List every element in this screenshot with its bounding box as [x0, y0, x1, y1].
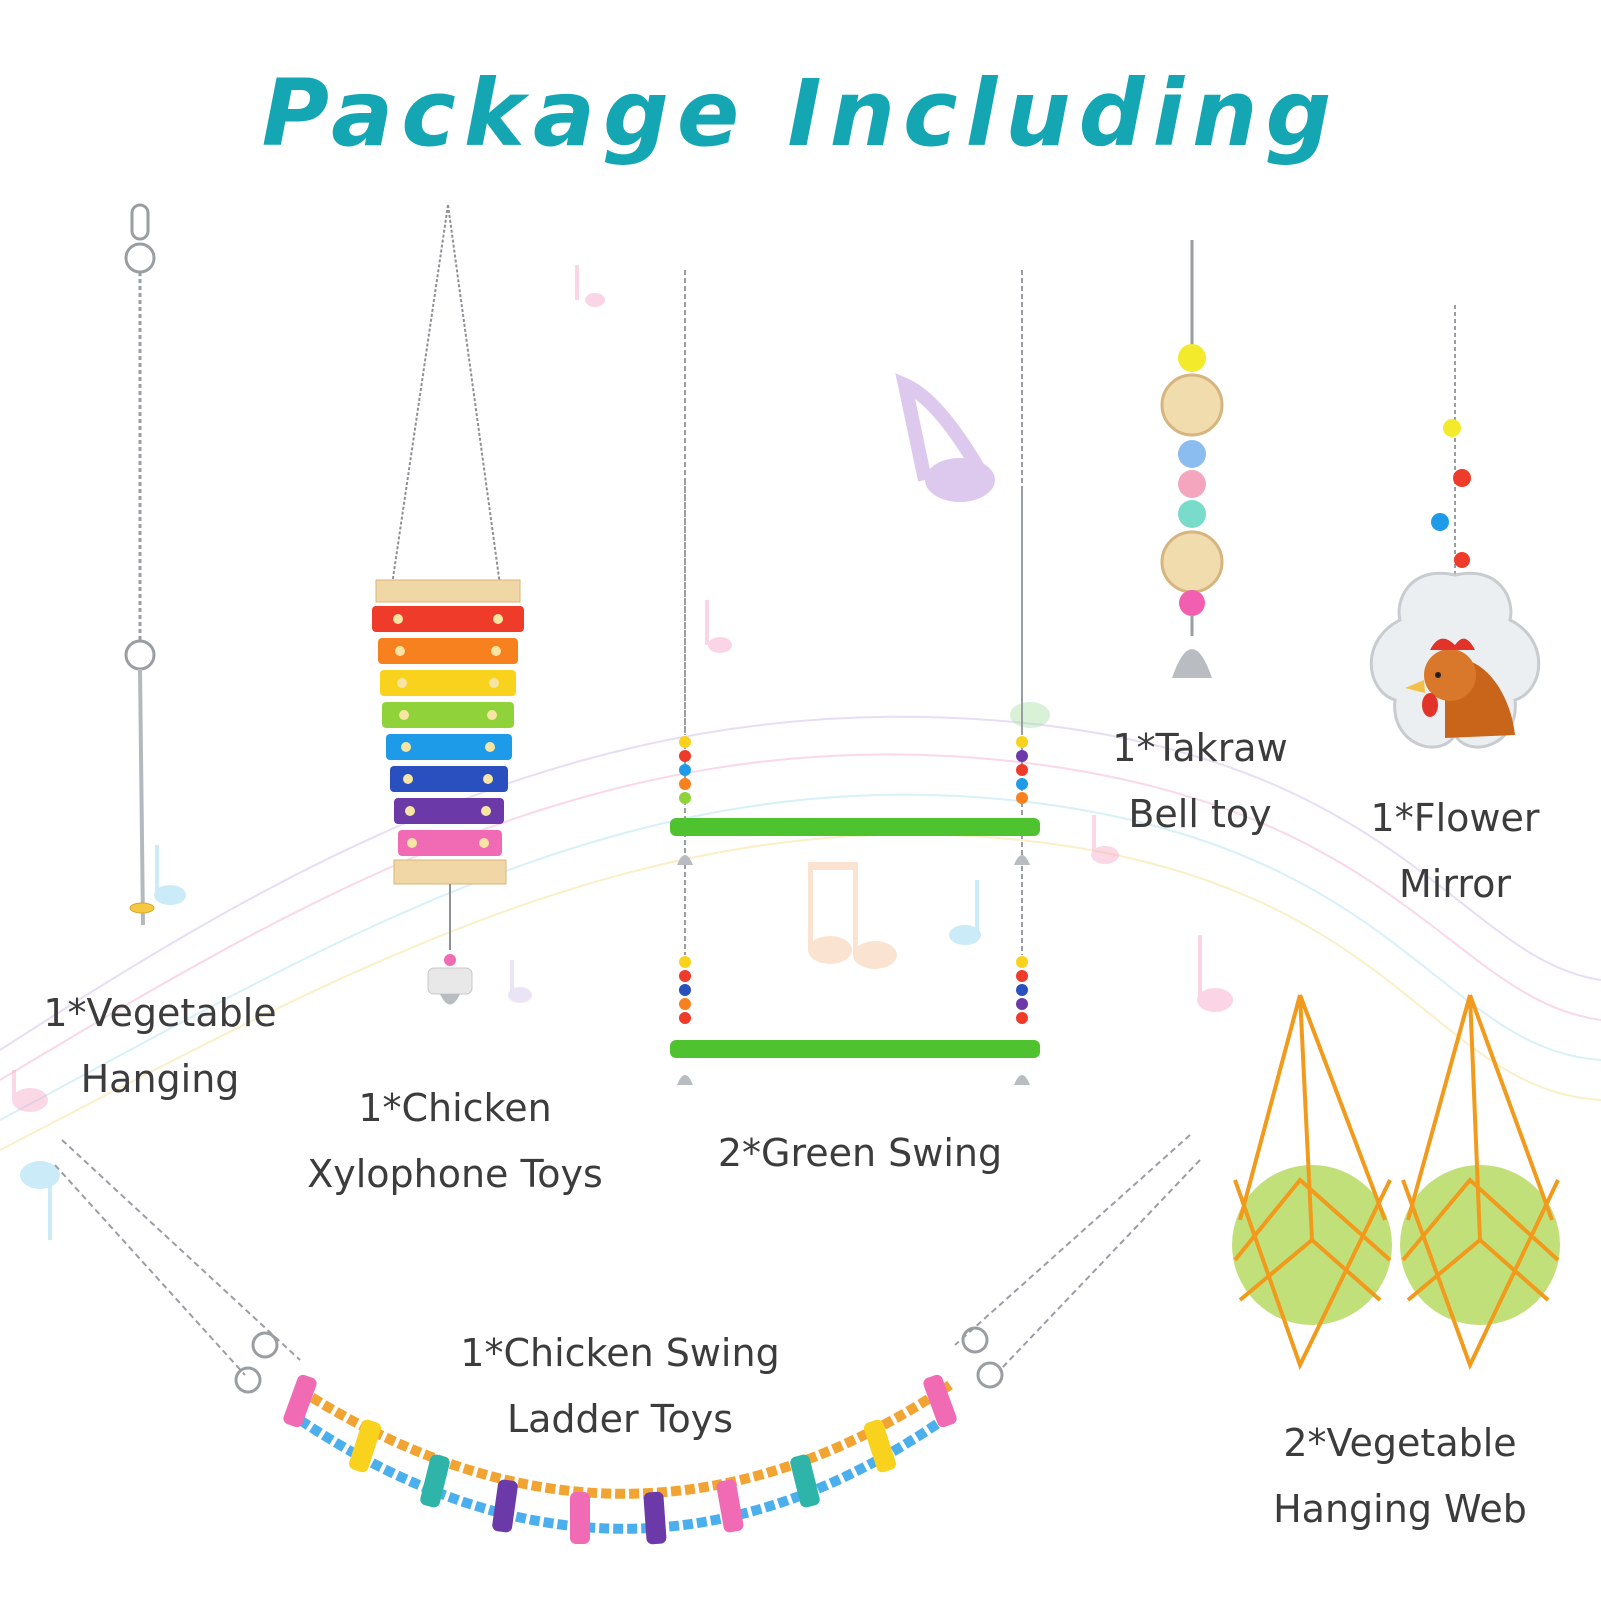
xylophone-illustration [372, 204, 524, 1005]
item-label-line: Bell toy [1128, 792, 1272, 836]
swing-beads [679, 736, 1028, 1024]
music-notes-group [12, 265, 1233, 1240]
music-note-icon [1091, 815, 1119, 864]
hanging-web-right [1400, 994, 1560, 1371]
page-title: Package Including [261, 60, 1340, 167]
music-note-icon [949, 880, 981, 945]
item-label-line: Hanging Web [1273, 1487, 1527, 1531]
music-note-icon [575, 265, 605, 307]
vegetable-hanging-web-illustration [1232, 994, 1560, 1371]
hanging-web-left [1232, 994, 1392, 1371]
item-label-line: 1*Flower [1370, 796, 1540, 840]
item-label-vegetable-hanging: 1*Vegetable Hanging [20, 980, 300, 1112]
item-label-line: 2*Green Swing [717, 1131, 1003, 1175]
music-note-icon [705, 600, 732, 653]
item-label-line: Hanging [80, 1057, 240, 1101]
item-label-flower-mirror: 1*Flower Mirror [1355, 785, 1555, 917]
item-label-line: Mirror [1399, 862, 1511, 906]
item-label-line: 2*Vegetable [1283, 1421, 1517, 1465]
chicken-swing-ladder-illustration [54, 1134, 1201, 1545]
item-label-line: 1*Vegetable [43, 991, 277, 1035]
item-label-vegetable-hanging-web: 2*Vegetable Hanging Web [1250, 1410, 1550, 1542]
item-label-chicken-xylophone: 1*Chicken Xylophone Toys [290, 1075, 620, 1207]
item-label-line: Ladder Toys [506, 1397, 734, 1441]
music-note-icon [508, 960, 532, 1003]
music-note-icon [1010, 702, 1050, 728]
item-label-line: Xylophone Toys [307, 1152, 603, 1196]
item-label-chicken-swing-ladder: 1*Chicken Swing Ladder Toys [455, 1320, 785, 1452]
item-label-green-swing: 2*Green Swing [700, 1120, 1020, 1186]
item-label-takraw-bell-toy: 1*Takraw Bell toy [1095, 715, 1305, 847]
music-note-icon [895, 373, 995, 502]
green-swing-illustration [670, 270, 1040, 1085]
item-label-line: 1*Takraw [1112, 726, 1288, 770]
music-note-icon [808, 862, 897, 969]
music-note-icon [1197, 935, 1233, 1012]
takraw-bell-toy-illustration [1160, 240, 1224, 678]
item-label-line: 1*Chicken [358, 1086, 552, 1130]
item-label-line: 1*Chicken Swing [460, 1331, 780, 1375]
music-note-icon [154, 845, 186, 905]
vegetable-hanging-illustration [124, 203, 156, 926]
flower-mirror-illustration [1369, 305, 1541, 749]
music-note-icon [12, 1070, 48, 1112]
music-note-icon [20, 1161, 60, 1240]
